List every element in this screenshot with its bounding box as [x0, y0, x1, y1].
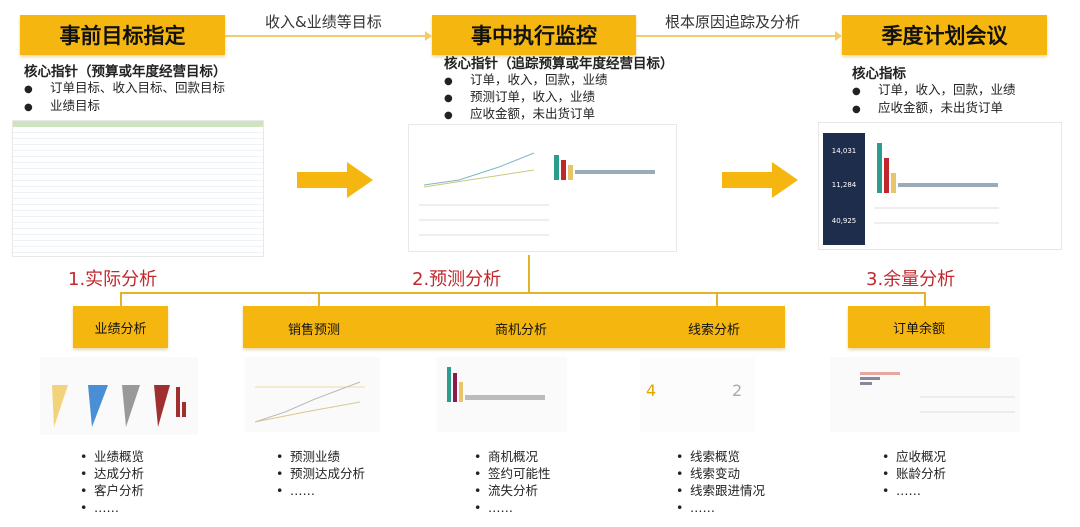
module-title: 订单余额 [892, 321, 945, 337]
module-forecast-group: 销售预测 商机分析 线索分析 [243, 306, 785, 348]
connector-line [716, 292, 718, 306]
flow-arrow-2 [636, 31, 842, 41]
list-item: …… [676, 499, 765, 516]
list-item: 应收概况 [882, 448, 946, 465]
thumbnail-quarterly-dashboard: 14,031 11,284 40,925 [818, 122, 1062, 250]
lead-count: 2 [732, 381, 743, 400]
flow-label-1: 收入&业绩等目标 [265, 13, 382, 31]
metric-item: 应收金额，未出货订单 [444, 106, 674, 123]
module-opportunity-items: 商机概况 签约可能性 流失分析 …… [474, 448, 551, 516]
flow-arrow-1 [225, 31, 432, 41]
thumbnail-target-table [12, 120, 264, 257]
metric-item: 订单，收入，回款，业绩 [852, 82, 1016, 100]
thumbnail-performance [40, 357, 198, 435]
list-item: 线索跟进情况 [676, 482, 765, 499]
list-item: 线索概览 [676, 448, 765, 465]
list-item: 业绩概览 [80, 448, 144, 465]
list-item: …… [80, 499, 144, 516]
metric-item: 预测订单，收入，业绩 [444, 89, 674, 106]
connector-line [120, 292, 926, 294]
module-leads-items: 线索概览 线索变动 线索跟进情况 …… [676, 448, 765, 516]
metric-item: 订单目标、收入目标、回款目标 [24, 80, 227, 98]
list-item: 达成分析 [80, 465, 144, 482]
thumbnail-leads: 4 2 [640, 357, 755, 432]
list-item: …… [276, 482, 365, 499]
thumbnail-opportunity [437, 357, 567, 432]
module-title: 销售预测 [288, 323, 341, 338]
metrics-pre: 核心指针（预算或年度经营目标） 订单目标、收入目标、回款目标 业绩目标 [24, 64, 227, 116]
list-item: 流失分析 [474, 482, 551, 499]
thumbnail-sales-forecast [245, 357, 380, 432]
kpi-value: 40,925 [831, 217, 857, 225]
connector-line [528, 255, 530, 293]
metrics-monitoring: 核心指针（追踪预算或年度经营目标） 订单，收入，回款，业绩 预测订单，收入，业绩… [444, 57, 674, 123]
stage-title: 事中执行监控 [471, 24, 597, 48]
module-title: 业绩分析 [94, 321, 147, 337]
kpi-value: 11,284 [831, 181, 857, 189]
module-performance-items: 业绩概览 达成分析 客户分析 …… [80, 448, 144, 516]
module-title: 线索分析 [688, 323, 741, 338]
thumbnail-order-balance [830, 357, 1020, 432]
list-item: 商机概况 [474, 448, 551, 465]
kpi-value: 14,031 [831, 147, 857, 155]
metrics-title: 核心指标 [852, 66, 906, 82]
big-arrow-2 [722, 162, 798, 198]
big-arrow-1 [297, 162, 373, 198]
stage-title: 季度计划会议 [881, 24, 1008, 48]
connector-line [120, 292, 122, 306]
list-item: …… [882, 482, 946, 499]
module-performance: 业绩分析 [73, 306, 168, 348]
list-item: 预测达成分析 [276, 465, 365, 482]
list-item: 预测业绩 [276, 448, 365, 465]
phase-actual: 1.实际分析 [68, 269, 158, 290]
metrics-title: 核心指针（追踪预算或年度经营目标） [444, 56, 674, 72]
module-title: 商机分析 [495, 323, 548, 338]
list-item: 签约可能性 [474, 465, 551, 482]
stage-pre-target: 事前目标指定 [20, 15, 225, 55]
stage-monitoring: 事中执行监控 [432, 15, 636, 55]
connector-line [318, 292, 320, 306]
kpi-panel: 14,031 11,284 40,925 [823, 133, 865, 245]
lead-count: 4 [646, 381, 657, 400]
flow-label-2: 根本原因追踪及分析 [665, 13, 801, 31]
metrics-quarterly: 核心指标 订单，收入，回款，业绩 应收金额，未出货订单 [852, 66, 1016, 118]
module-order-balance-items: 应收概况 账龄分析 …… [882, 448, 946, 499]
list-item: 账龄分析 [882, 465, 946, 482]
metric-item: 订单，收入，回款，业绩 [444, 72, 674, 89]
list-item: 线索变动 [676, 465, 765, 482]
phase-remaining: 3.余量分析 [866, 269, 956, 290]
stage-quarterly-meeting: 季度计划会议 [842, 15, 1047, 55]
module-forecast-items: 预测业绩 预测达成分析 …… [276, 448, 365, 499]
connector-line [924, 292, 926, 306]
metric-item: 业绩目标 [24, 98, 227, 116]
metric-item: 应收金额，未出货订单 [852, 100, 1016, 118]
thumbnail-monitoring-dashboard [408, 124, 677, 252]
stage-title: 事前目标指定 [59, 24, 186, 48]
list-item: …… [474, 499, 551, 516]
module-order-balance: 订单余额 [848, 306, 990, 348]
metrics-title: 核心指针（预算或年度经营目标） [24, 64, 227, 80]
list-item: 客户分析 [80, 482, 144, 499]
phase-forecast: 2.预测分析 [412, 269, 502, 290]
